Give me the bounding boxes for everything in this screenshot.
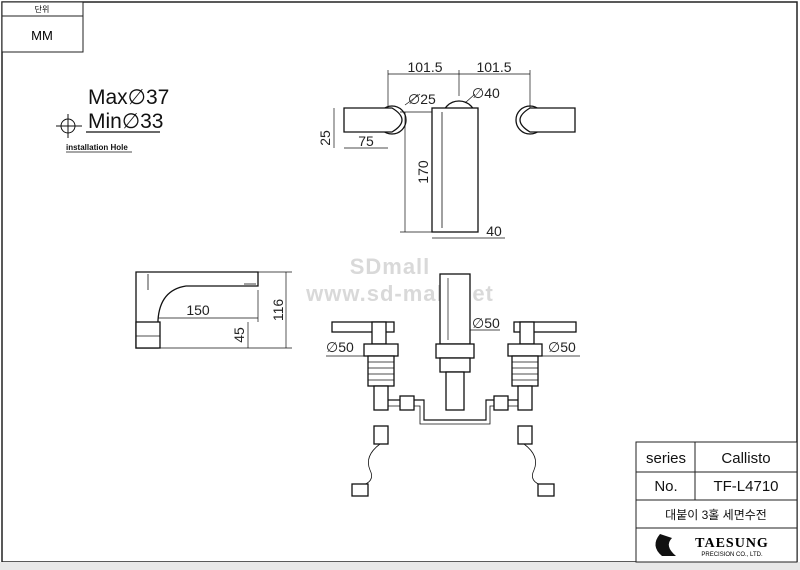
series-label: series <box>646 450 686 467</box>
hole-max: Max∅37 <box>88 86 169 109</box>
top-view <box>333 70 576 239</box>
no-label: No. <box>654 478 677 495</box>
brand-name: TAESUNG <box>695 536 769 551</box>
dim-reach: 150 <box>186 302 210 318</box>
series-value: Callisto <box>721 450 770 467</box>
brand-subtitle: PRECISION CO., LTD. <box>701 552 763 558</box>
front-view <box>326 273 580 497</box>
title-block: series Callisto No. TF-L4710 대붙이 3홀 세면수전… <box>635 441 798 563</box>
dim-total-height: 116 <box>270 299 286 322</box>
dim-center-base-diameter: ∅50 <box>472 315 500 331</box>
dim-right-base-diameter: ∅50 <box>548 339 576 355</box>
dim-handle-length: 75 <box>358 133 374 149</box>
unit-box: 단위 MM <box>1 1 84 53</box>
crosshair-icon <box>56 114 82 138</box>
brand-logo-icon <box>655 534 676 556</box>
hole-caption: installation Hole <box>66 143 128 152</box>
unit-value: MM <box>31 28 53 43</box>
dim-spout-height: 170 <box>415 160 431 184</box>
side-view <box>135 271 292 349</box>
product-description: 대붙이 3홀 세면수전 <box>665 508 767 522</box>
unit-header: 단위 <box>35 4 50 14</box>
hole-min: Min∅33 <box>88 110 164 133</box>
dim-left-spacing: 101.5 <box>407 59 442 75</box>
installation-hole-note: Max∅37 Min∅33 installation Hole <box>56 86 169 153</box>
dim-left-base-diameter: ∅50 <box>326 339 354 355</box>
dim-handle-height: 25 <box>317 130 333 146</box>
dim-spout-width: 40 <box>486 223 502 239</box>
dim-right-spacing: 101.5 <box>476 59 511 75</box>
no-value: TF-L4710 <box>713 478 778 495</box>
dim-base-height: 45 <box>231 327 247 343</box>
dim-spout-diameter: ∅40 <box>472 85 500 101</box>
dim-handle-diameter: ∅25 <box>408 91 436 107</box>
watermark-line1: SDmall <box>350 254 431 279</box>
